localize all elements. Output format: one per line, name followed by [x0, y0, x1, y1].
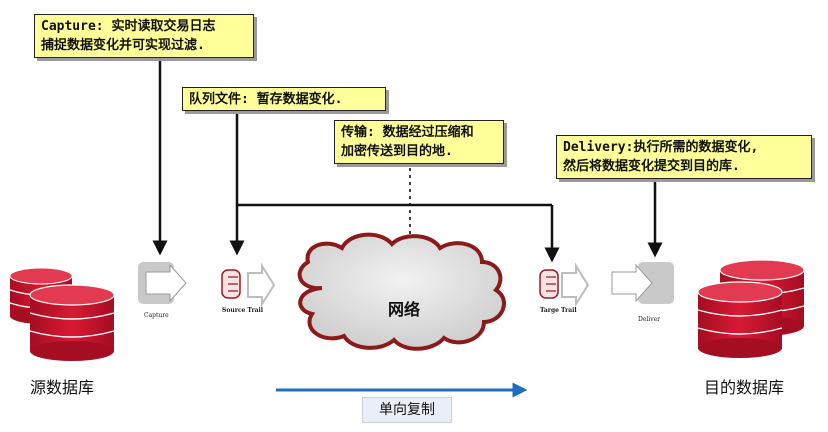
capture-caption: Capture [144, 312, 169, 319]
source-database-icon [10, 268, 114, 361]
direction-label: 单向复制 [362, 397, 452, 423]
queue-note: 队列文件: 暂存数据变化. [182, 87, 386, 111]
deliver-caption: Deliver [638, 316, 660, 323]
transfer-note-line1: 传输: 数据经过压缩和 [341, 123, 497, 142]
transfer-note-line2: 加密传送到目的地. [341, 142, 497, 161]
source-db-label: 源数据库 [30, 374, 94, 398]
target-db-label: 目的数据库 [704, 374, 784, 398]
capture-arrow-icon [138, 262, 186, 304]
delivery-note-line2: 然后将数据变化提交到目的库. [563, 157, 805, 176]
transfer-note: 传输: 数据经过压缩和 加密传送到目的地. [334, 120, 504, 164]
queue-note-line1: 队列文件: 暂存数据变化. [189, 90, 379, 109]
capture-note: Capture: 实时读取交易日志 捕捉数据变化并可实现过滤. [34, 14, 254, 58]
capture-note-line2: 捕捉数据变化并可实现过滤. [41, 36, 247, 55]
target-trail-caption: Targe Trail [540, 307, 577, 314]
source-trail-caption: Source Trail [222, 307, 263, 314]
delivery-note-line1: Delivery:执行所需的数据变化, [563, 138, 805, 157]
delivery-note: Delivery:执行所需的数据变化, 然后将数据变化提交到目的库. [556, 135, 812, 179]
deliver-arrow-icon [612, 262, 674, 304]
source-trail-file-icon [222, 266, 274, 304]
network-cloud-icon [300, 235, 504, 349]
capture-note-line1: Capture: 实时读取交易日志 [41, 17, 247, 36]
target-trail-file-icon [540, 266, 588, 304]
target-database-icon [698, 260, 804, 358]
network-label: 网络 [388, 296, 420, 320]
